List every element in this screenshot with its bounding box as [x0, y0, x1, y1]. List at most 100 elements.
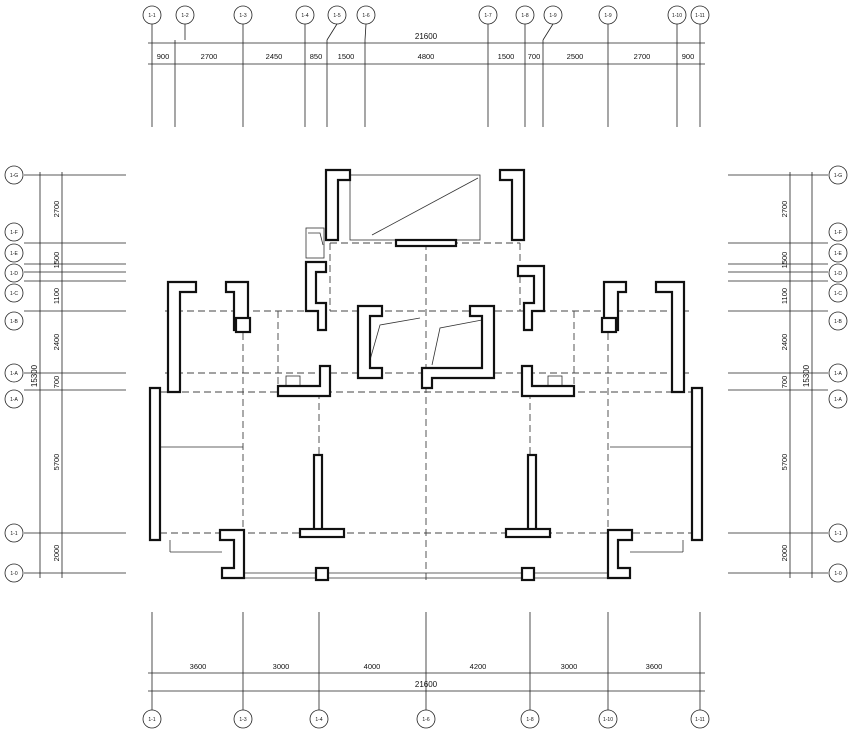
beam-lines — [160, 242, 700, 580]
svg-text:1-6: 1-6 — [362, 13, 369, 19]
left-total-dimension: 15300 — [30, 364, 39, 387]
svg-text:1-5: 1-5 — [333, 13, 340, 19]
svg-text:1-11: 1-11 — [695, 13, 705, 19]
right-dim-6: 5700 — [780, 454, 789, 471]
left-dim-3: 1100 — [52, 288, 61, 304]
axis-bubble: 1-4 — [295, 5, 315, 25]
left-dim-7: 2000 — [52, 545, 61, 562]
axis-bubble: 1-D — [828, 263, 848, 283]
bottom-total-dimension: 21600 — [415, 680, 438, 689]
floor-plan — [148, 168, 704, 582]
svg-text:1-4: 1-4 — [301, 13, 308, 19]
axis-bubble: 1-A — [4, 389, 24, 409]
shear-wall — [234, 316, 252, 334]
svg-text:1-D: 1-D — [10, 271, 18, 277]
svg-text:1-A: 1-A — [10, 397, 18, 403]
shear-wall — [504, 527, 552, 539]
top-dim-2: 2700 — [201, 52, 218, 61]
axis-bubble: 1-1 — [142, 5, 162, 25]
svg-text:1-B: 1-B — [834, 319, 842, 325]
top-dim-6: 4800 — [418, 52, 435, 61]
axis-bubble: 1-8 — [520, 709, 540, 729]
shear-wall — [148, 386, 162, 542]
left-dim-1: 2700 — [52, 201, 61, 218]
structural-walls — [148, 168, 704, 582]
shear-wall — [520, 566, 536, 582]
svg-text:1-C: 1-C — [834, 291, 842, 297]
bottom-dim-3: 4000 — [364, 662, 381, 671]
axis-bubble: 1-G — [4, 165, 24, 185]
axis-bubble: 1-9 — [598, 5, 618, 25]
svg-text:1-A: 1-A — [834, 397, 842, 403]
svg-text:1-2: 1-2 — [181, 13, 188, 19]
left-dimension-chain: 2700 1500 1100 2400 700 5700 2000 15300 — [24, 172, 126, 578]
right-axis-bubbles: 1-G 1-F 1-E 1-D 1-C 1-B 1-A 1-A 1-1 1-0 — [828, 165, 848, 583]
svg-text:1-1: 1-1 — [834, 531, 841, 537]
svg-text:1-11: 1-11 — [695, 717, 705, 723]
axis-bubble: 1-6 — [356, 5, 376, 25]
top-dim-4: 850 — [310, 52, 323, 61]
svg-text:1-A: 1-A — [834, 371, 842, 377]
axis-bubble: 1-F — [4, 222, 24, 242]
axis-bubble: 1-11 — [690, 5, 710, 25]
left-dim-5: 700 — [52, 376, 61, 389]
shear-wall — [356, 304, 384, 380]
axis-bubble: 1-10 — [667, 5, 687, 25]
top-dim-7: 1500 — [498, 52, 515, 61]
axis-bubble: 1-5 — [327, 5, 347, 25]
top-dim-10: 2700 — [634, 52, 651, 61]
top-dim-3: 2450 — [266, 52, 283, 61]
axis-bubble: 1-B — [4, 311, 24, 331]
top-total-dimension: 21600 — [415, 32, 438, 41]
svg-text:1-1: 1-1 — [148, 13, 155, 19]
shear-wall — [312, 453, 324, 537]
axis-bubble: 1-0 — [4, 563, 24, 583]
svg-text:1-D: 1-D — [834, 271, 842, 277]
svg-text:1-G: 1-G — [834, 173, 842, 179]
shear-wall — [298, 527, 346, 539]
axis-bubble: 1-9 — [543, 5, 563, 25]
svg-text:1-C: 1-C — [10, 291, 18, 297]
shear-wall — [304, 260, 328, 332]
svg-text:1-G: 1-G — [10, 173, 18, 179]
svg-text:1-E: 1-E — [834, 251, 842, 257]
axis-bubble: 1-3 — [233, 709, 253, 729]
left-dim-2: 1500 — [52, 252, 61, 269]
bottom-dim-2: 3000 — [273, 662, 290, 671]
right-dim-2: 1500 — [780, 252, 789, 269]
axis-bubble: 1-E — [4, 243, 24, 263]
svg-text:1-4: 1-4 — [315, 717, 322, 723]
shear-wall — [218, 528, 246, 580]
axis-bubble: 1-7 — [478, 5, 498, 25]
window-lines — [157, 174, 695, 579]
left-dim-6: 5700 — [52, 454, 61, 471]
axis-bubble: 1-E — [828, 243, 848, 263]
shear-wall — [324, 168, 352, 242]
shear-wall — [606, 528, 634, 580]
bottom-dimension-chain: 3600 3000 4000 4200 3000 3600 21600 — [148, 612, 705, 700]
bottom-dim-4: 4200 — [470, 662, 487, 671]
top-dim-8: 700 — [528, 52, 541, 61]
shear-wall — [498, 168, 526, 242]
right-dim-4: 2400 — [780, 334, 789, 351]
axis-bubble: 1-A — [828, 363, 848, 383]
svg-text:1-F: 1-F — [834, 230, 842, 236]
shear-wall — [516, 264, 546, 332]
shear-wall — [600, 316, 618, 334]
svg-text:1-3: 1-3 — [239, 13, 246, 19]
right-dim-7: 2000 — [780, 545, 789, 562]
svg-text:1-3: 1-3 — [239, 717, 246, 723]
shear-wall — [420, 304, 496, 390]
axis-bubble: 1-4 — [309, 709, 329, 729]
axis-bubble: 1-3 — [233, 5, 253, 25]
shear-wall — [166, 280, 198, 394]
top-dimension-chain: 21600 900 2700 2450 850 1500 4800 1500 7… — [148, 32, 705, 127]
axis-bubble: 1-6 — [416, 709, 436, 729]
svg-text:1-E: 1-E — [10, 251, 18, 257]
top-dim-9: 2500 — [567, 52, 584, 61]
svg-text:1-0: 1-0 — [10, 571, 17, 577]
left-axis-bubbles: 1-G 1-F 1-E 1-D 1-C 1-B 1-A 1-A 1-1 1-0 — [4, 165, 24, 583]
axis-bubble: 1-11 — [690, 709, 710, 729]
bottom-axis-bubbles: 1-1 1-3 1-4 1-6 1-8 1-10 1-11 — [142, 700, 710, 729]
